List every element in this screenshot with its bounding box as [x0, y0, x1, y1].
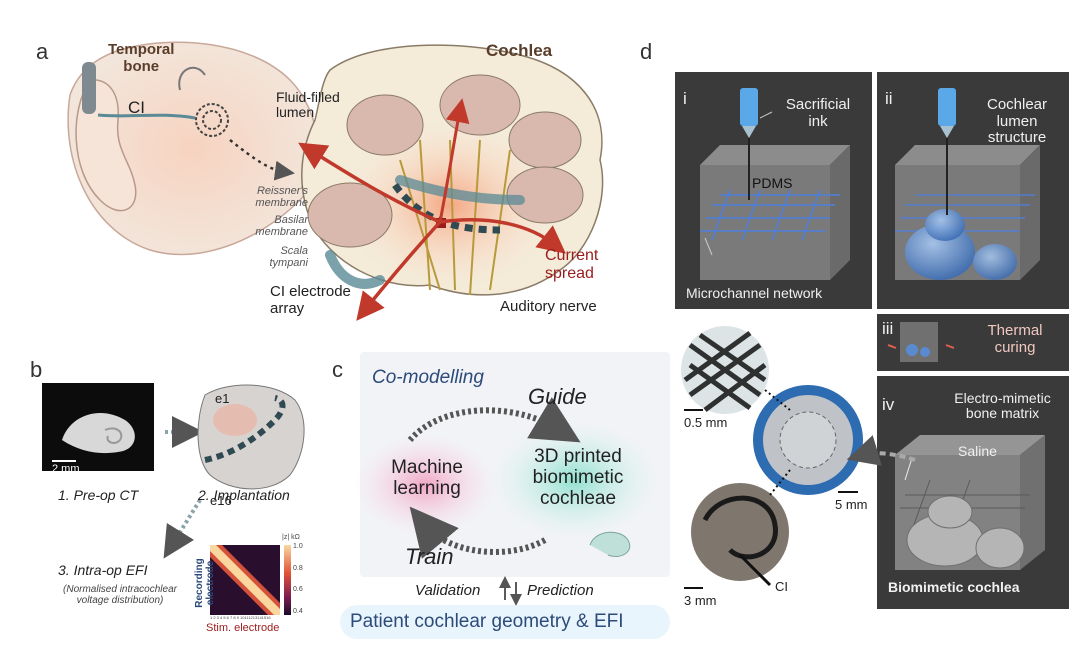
electrode-line-2: array: [270, 299, 305, 317]
colorbar: [284, 545, 291, 615]
lumen-line-3: structure: [987, 129, 1047, 146]
step-intra-op-efi: 3. Intra-op EFI: [58, 562, 148, 578]
auditory-nerve-label: Auditory nerve: [500, 298, 597, 315]
implanted-cochlea: [197, 384, 305, 490]
scala-line-2: tympani: [269, 257, 308, 270]
reissner-line-1: Reissner's: [256, 185, 308, 197]
e1-label: e1: [215, 391, 230, 406]
ml-line-1: Machine: [391, 457, 463, 478]
scala-line-1: Scala: [280, 245, 308, 257]
current-line-1: Current: [545, 247, 599, 264]
thermal-curing-label: Thermal curing: [965, 322, 1065, 356]
scale-0-5mm: 0.5 mm: [684, 415, 728, 430]
scala-label: Scala tympani: [226, 245, 308, 269]
colorbar-tick-min: 0.4: [293, 608, 303, 615]
sac-line-1: Sacrificial: [785, 96, 851, 113]
fluid-lumen-label: Fluid-filled lumen: [276, 89, 340, 121]
bio-line-1: 3D printed: [534, 446, 622, 467]
reissner-label: Reissner's membrane: [226, 185, 308, 209]
reissner-line-2: membrane: [255, 197, 308, 210]
efi-note-line-1: (Normalised intracochlear: [63, 584, 177, 595]
thermal-line-1: Thermal: [987, 322, 1043, 339]
lumen-line-2: lumen: [996, 112, 1038, 130]
bone-line-1: Electro-mimetic: [954, 390, 1051, 406]
bio-line-2: biomimetic: [532, 466, 624, 488]
cochlea-title: Cochlea: [486, 41, 553, 60]
scale-3mm: 3 mm: [684, 593, 717, 608]
heatmap-xlabel: Stim. electrode: [206, 622, 280, 634]
efi-note: (Normalised intracochlear voltage distri…: [40, 584, 200, 606]
step-pre-op-ct: 1. Pre-op CT: [58, 487, 139, 503]
machine-learning-label: Machine learning: [372, 457, 482, 500]
efi-note-line-2: voltage distribution): [76, 595, 164, 606]
pdms-label: PDMS: [752, 175, 793, 191]
colorbar-title: |z| kΩ: [282, 534, 300, 541]
temporal-bone-line-1: Temporal: [108, 41, 175, 58]
prediction-label: Prediction: [527, 582, 594, 599]
lumen-line-1: Cochlear: [986, 96, 1048, 113]
electrode-array-label: CI electrode array: [270, 283, 351, 317]
fluid-line-2: lumen: [276, 104, 315, 121]
colorbar-tick-max: 1.0: [293, 543, 303, 550]
patient-geometry-label: Patient cochlear geometry & EFI: [350, 611, 624, 632]
step-i-label: i: [683, 89, 687, 108]
ear-illustration: [67, 41, 319, 256]
step-implantation: 2. Implantation: [198, 487, 290, 503]
saline-label: Saline: [958, 443, 997, 459]
basilar-label: Basilar membrane: [226, 214, 308, 238]
biomimetic-cochleae-label: 3D printed biomimetic cochleae: [518, 446, 638, 510]
heatmap-ylabel-line-1: Recording: [194, 558, 205, 608]
comodelling-title: Co-modelling: [372, 367, 484, 388]
temporal-bone-line-2: bone: [123, 57, 160, 75]
temporal-bone-label: Temporal bone: [108, 41, 175, 75]
step-iv-label: iv: [882, 395, 895, 414]
biomimetic-cochlea-label: Biomimetic cochlea: [888, 579, 1020, 595]
panel-label-c: c: [332, 357, 343, 382]
thermal-line-2: curing: [994, 338, 1036, 356]
sacrificial-ink-label: Sacrificial ink: [768, 96, 868, 130]
ci-label: CI: [128, 98, 145, 117]
electrode-line-1: CI electrode: [270, 283, 351, 300]
basilar-line-1: Basilar: [274, 214, 308, 226]
step-iii-label: iii: [882, 319, 894, 338]
train-label: Train: [405, 544, 454, 569]
heatmap-ylabel: Recording electrode: [194, 548, 216, 618]
panel-label-b: b: [30, 357, 43, 382]
colorbar-tick-mid1: 0.8: [293, 565, 303, 572]
validation-label: Validation: [415, 582, 481, 599]
step-ii-label: ii: [885, 89, 893, 108]
current-line-2: spread: [545, 264, 594, 282]
bone-matrix-label: Electro-mimetic bone matrix: [940, 390, 1065, 422]
cochlear-lumen-label: Cochlear lumen structure: [962, 96, 1072, 147]
ml-line-2: learning: [393, 477, 461, 499]
fluid-line-1: Fluid-filled: [276, 89, 340, 105]
colorbar-tick-mid2: 0.6: [293, 586, 303, 593]
heatmap-xticks: 1 2 3 4 5 6 7 8 9 10111213141516: [210, 615, 271, 620]
cochlea-model-icon: [589, 531, 631, 557]
ci-photo-label: CI: [775, 579, 788, 594]
scale-5mm: 5 mm: [835, 497, 868, 512]
e16-label: e16: [210, 493, 232, 508]
panel-label-a: a: [36, 39, 49, 64]
ct-scale-label: 2 mm: [52, 463, 80, 475]
basilar-line-2: membrane: [255, 226, 308, 239]
panel-label-d: d: [640, 39, 653, 64]
bone-line-2: bone matrix: [965, 405, 1040, 422]
cochlea-cross-section: [298, 44, 604, 321]
current-spread-label: Current spread: [545, 247, 598, 282]
bio-line-3: cochleae: [539, 487, 617, 509]
sac-line-2: ink: [808, 112, 828, 130]
microchannel-label: Microchannel network: [686, 285, 823, 301]
efi-heatmap: [210, 545, 291, 615]
guide-label: Guide: [528, 384, 587, 409]
ci-processor-icon: [82, 62, 96, 114]
heatmap-ylabel-line-2: electrode: [205, 560, 216, 606]
